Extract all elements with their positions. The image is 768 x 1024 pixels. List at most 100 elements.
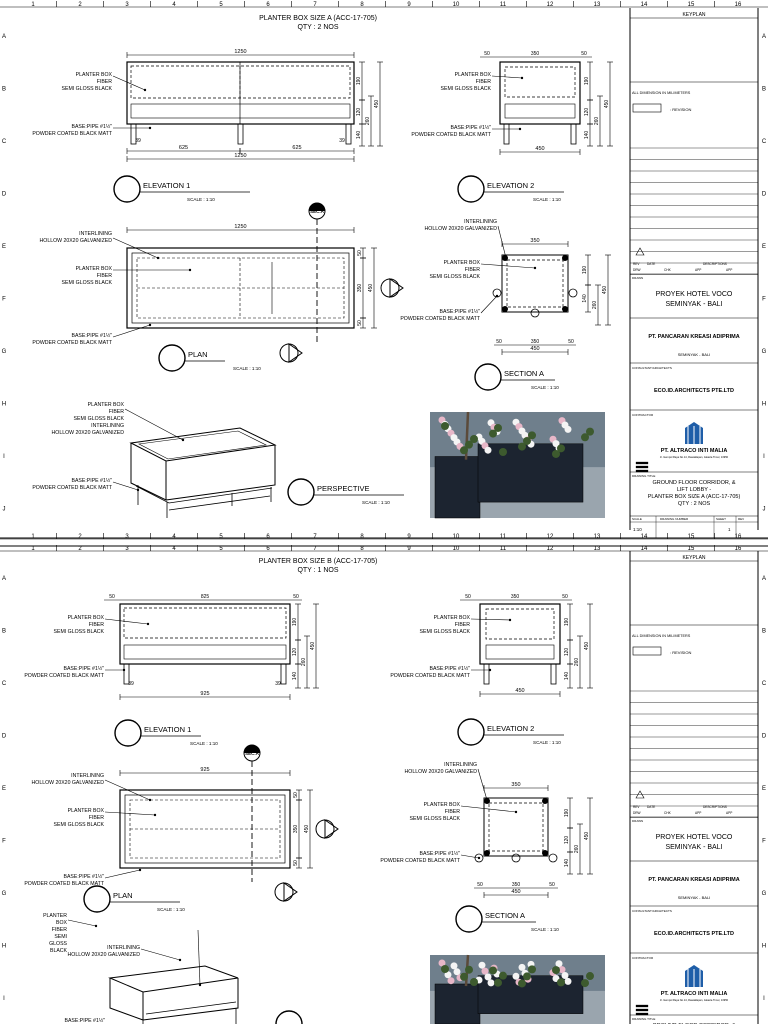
photo-flower — [518, 963, 526, 971]
view-tag-circle — [114, 719, 142, 747]
dimension-label: 450 — [602, 286, 608, 295]
titleblock-small-label: CONTRACTOR — [632, 413, 654, 417]
revision-header: DATE — [647, 805, 655, 809]
section-marker-fill — [244, 745, 260, 753]
photo-foliage — [499, 971, 507, 980]
revision-header: DESCRIPTIONS — [703, 805, 727, 809]
dimension-label: 50 — [293, 792, 299, 798]
photo-foliage — [460, 446, 468, 455]
contractor-info-block — [635, 1004, 649, 1008]
titleblock-small-label: CONTRACTOR — [632, 956, 654, 960]
note-text: POWDER COATED BLACK MATT — [390, 673, 470, 679]
planter-plan-outline — [119, 789, 291, 869]
view-title: PERSPECTIVE — [317, 484, 370, 493]
elevation-arrow-head — [283, 882, 298, 902]
photo-foliage — [465, 965, 473, 974]
revision-header: APP — [695, 268, 701, 272]
grid-column-number: 7 — [313, 534, 317, 540]
dimension-label: 50 — [293, 860, 299, 866]
contractor-info-block — [635, 465, 649, 469]
grid-row-letter: I — [3, 996, 5, 1002]
photo-foliage — [523, 436, 531, 445]
planter-inner-line — [504, 66, 576, 98]
sheet-planter-box-b: PLANTER BOX SIZE B (ACC-17-705)QTY : 1 N… — [24, 551, 759, 1024]
revision-header: APP — [726, 811, 732, 815]
note-text: FIBER — [445, 809, 461, 815]
revision-header: CHK — [664, 811, 672, 815]
grid-column-number: 6 — [266, 546, 270, 552]
note-text: FIBER — [476, 79, 492, 85]
grid-column-number: 4 — [172, 2, 176, 8]
note-text: PLANTER BOX — [455, 72, 492, 78]
grid-column-number: 5 — [219, 546, 223, 552]
revision-header: REV — [633, 805, 640, 809]
leader-dot — [148, 798, 152, 802]
leg-pipe — [345, 123, 352, 145]
revision-box — [632, 646, 662, 656]
dimension-label: 350 — [512, 882, 521, 888]
grid-row-letter: E — [762, 244, 766, 250]
note-text: PLANTER BOX — [434, 615, 471, 621]
dimension-label: 50 — [484, 51, 490, 57]
dimension-label: 1250 — [234, 49, 246, 55]
dimension-label: 50 — [465, 594, 471, 600]
photo-foliage — [528, 965, 536, 974]
dimension-label: 50 — [357, 320, 363, 326]
section-inner — [488, 802, 544, 852]
leader-dot — [148, 323, 152, 327]
dimension-label: 825 — [201, 594, 210, 600]
leader-line — [480, 295, 498, 314]
revision-header: DRW — [633, 811, 641, 815]
dimension-label: 350 — [530, 238, 539, 244]
grid-row-letter: J — [763, 507, 766, 513]
view-title: ELEVATION 2 — [487, 724, 534, 733]
grid-row-letter: C — [2, 139, 7, 145]
dimension-label: 39 — [135, 138, 141, 144]
grid-column-number: 12 — [547, 534, 554, 540]
sheet-quantity: QTY : 2 NOS — [297, 24, 338, 31]
leader-dot — [136, 488, 140, 492]
section-outline — [501, 254, 569, 313]
leg-pipe — [570, 123, 577, 145]
view-title: PLAN — [113, 891, 133, 900]
owner-location: SEMINYAK - BALI — [678, 895, 711, 900]
dimension-label: 39 — [128, 681, 134, 687]
grid-column-number: 2 — [78, 546, 82, 552]
note-text: POWDER COATED BLACK MATT — [32, 131, 112, 137]
perspective-front — [165, 445, 276, 501]
view-title: PLAN — [188, 350, 208, 359]
contractor-info-block — [635, 1008, 649, 1012]
dimension-label: 50 — [549, 882, 555, 888]
dimension-label: 450 — [310, 642, 316, 651]
view-tag-circle — [457, 175, 485, 203]
view-scale: SCALE : 1:10 — [531, 385, 559, 390]
view-title: SECTION A — [485, 911, 525, 920]
grid-column-number: 8 — [360, 546, 364, 552]
photo-foliage — [557, 978, 565, 987]
grid-column-number: 4 — [172, 546, 176, 552]
grid-column-number: 14 — [641, 534, 648, 540]
planter-plan-inner — [131, 252, 350, 324]
photo-flower — [487, 979, 495, 987]
leader-line — [124, 408, 184, 441]
base-rail — [130, 103, 351, 119]
grid-column-number: 8 — [360, 2, 364, 8]
planter-plan-inner — [124, 794, 286, 864]
leader-dot — [188, 268, 192, 272]
section-pipe-node — [511, 853, 521, 863]
leader-dot — [156, 256, 160, 260]
dimension-label: 350 — [357, 284, 363, 293]
section-pipe-node — [474, 853, 484, 863]
grid-column-number: 15 — [688, 534, 695, 540]
grid-row-letter: F — [762, 297, 766, 303]
note-text: POWDER COATED BLACK MATT — [24, 881, 104, 887]
sheet-quantity: QTY : 1 NOS — [297, 567, 338, 574]
dimension-label: 260 — [301, 658, 307, 667]
grid-row-letter: A — [2, 34, 6, 40]
dimension-label: 190 — [582, 266, 588, 275]
note-text: PLANTER BOX — [76, 72, 113, 78]
leader-dot — [178, 958, 182, 962]
grid-row-letter: F — [2, 297, 6, 303]
grid-row-letter: D — [2, 192, 7, 198]
note-text: SEMI GLOSS BLACK — [54, 629, 105, 635]
